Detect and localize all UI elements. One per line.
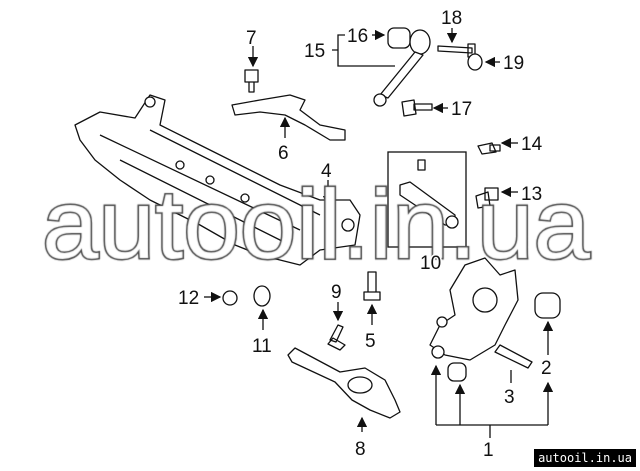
site-label: autooil.in.ua bbox=[534, 449, 636, 467]
callout-5: 5 bbox=[365, 331, 376, 352]
callout-1: 1 bbox=[483, 440, 494, 461]
callout-11: 11 bbox=[252, 336, 272, 357]
callout-15: 15 bbox=[304, 41, 325, 62]
callout-14: 14 bbox=[521, 134, 543, 155]
callout-4: 4 bbox=[321, 161, 332, 182]
callout-19: 19 bbox=[503, 53, 524, 74]
callout-16: 16 bbox=[347, 26, 368, 47]
callout-7: 7 bbox=[246, 28, 257, 49]
callout-6: 6 bbox=[278, 143, 289, 164]
callout-3: 3 bbox=[504, 387, 515, 408]
callout-18: 18 bbox=[441, 8, 462, 29]
callout-2: 2 bbox=[541, 358, 552, 379]
callout-17: 17 bbox=[451, 99, 472, 120]
callout-9: 9 bbox=[331, 282, 342, 303]
callout-12: 12 bbox=[178, 288, 199, 309]
callout-8: 8 bbox=[355, 439, 366, 460]
callout-10: 10 bbox=[420, 253, 441, 274]
callout-13: 13 bbox=[521, 184, 542, 205]
